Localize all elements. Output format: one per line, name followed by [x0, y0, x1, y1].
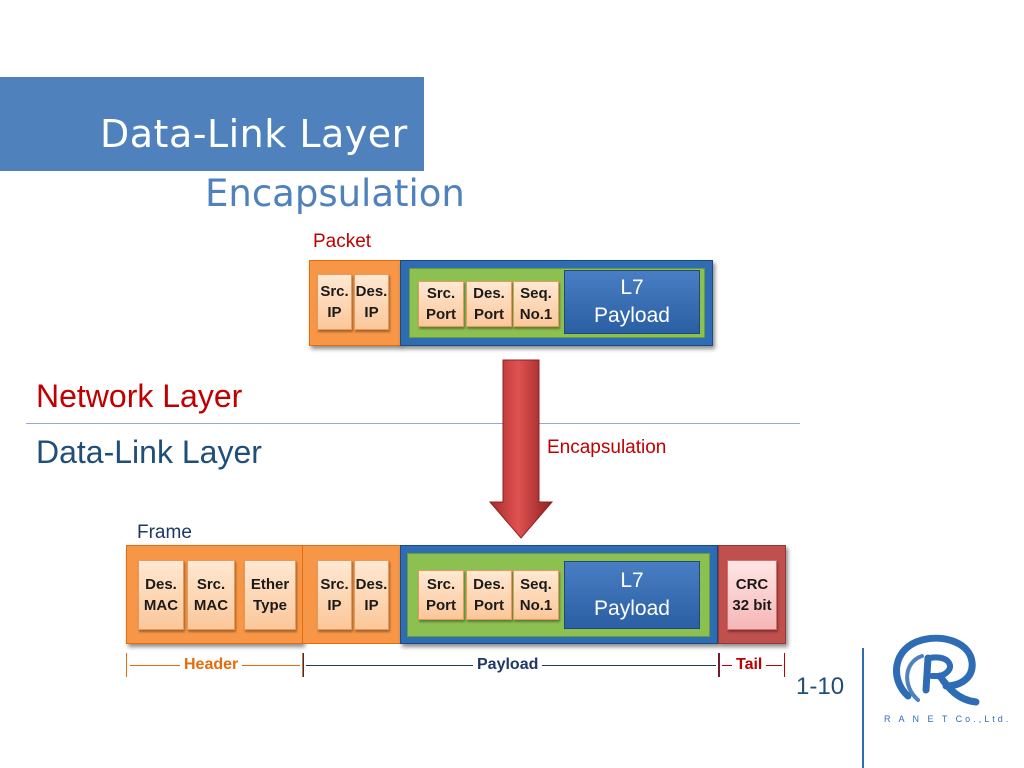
frame-src-mac-cell: Src. MAC: [187, 560, 235, 630]
frame-seq-cell: Seq. No.1: [513, 570, 559, 620]
payload-brace-left: [303, 653, 304, 677]
frame-label: Frame: [137, 522, 192, 543]
frame-des-ip-cell: Des. IP: [354, 560, 389, 630]
tail-brace-left: [719, 653, 720, 677]
frame-src-port-cell: Src. Port: [418, 570, 464, 620]
tail-brace-right: [784, 653, 785, 677]
packet-des-ip-cell: Des. IP: [354, 274, 389, 330]
slide-number: 1-10: [796, 673, 845, 700]
data-link-layer-label: Data-Link Layer: [36, 434, 262, 470]
frame-src-ip-cell: Src. IP: [317, 560, 352, 630]
frame-des-port-cell: Des. Port: [466, 570, 512, 620]
frame-l7-payload: L7 Payload: [564, 561, 700, 629]
footer-divider: [862, 648, 864, 768]
encapsulation-label: Encapsulation: [547, 437, 667, 458]
header-segment-label: Header: [180, 656, 243, 674]
logo-company-name: R A N E T Co.,Ltd.: [884, 714, 1012, 724]
frame-crc-cell: CRC 32 bit: [727, 560, 777, 630]
ranet-logo-icon: [893, 634, 980, 706]
packet-label: Packet: [313, 231, 372, 252]
slide-title: Data-Link Layer: [100, 112, 408, 156]
layer-divider: [26, 423, 800, 424]
payload-segment-label: Payload: [473, 656, 543, 674]
header-brace-right: [302, 653, 303, 677]
packet-l7-payload: L7 Payload: [564, 270, 700, 334]
frame-ether-type-cell: Ether Type: [244, 560, 296, 630]
frame-des-mac-cell: Des. MAC: [138, 560, 184, 630]
header-brace-left: [126, 653, 127, 677]
tail-segment-label: Tail: [732, 656, 767, 674]
packet-seq-cell: Seq. No.1: [513, 281, 559, 327]
network-layer-label: Network Layer: [36, 378, 243, 414]
title-band: [0, 77, 424, 171]
packet-des-port-cell: Des. Port: [466, 281, 512, 327]
packet-src-ip-cell: Src. IP: [317, 274, 352, 330]
payload-brace-right: [718, 653, 719, 677]
encapsulation-arrow-icon: [488, 359, 554, 539]
slide-subtitle: Encapsulation: [205, 172, 465, 215]
packet-src-port-cell: Src. Port: [418, 281, 464, 327]
